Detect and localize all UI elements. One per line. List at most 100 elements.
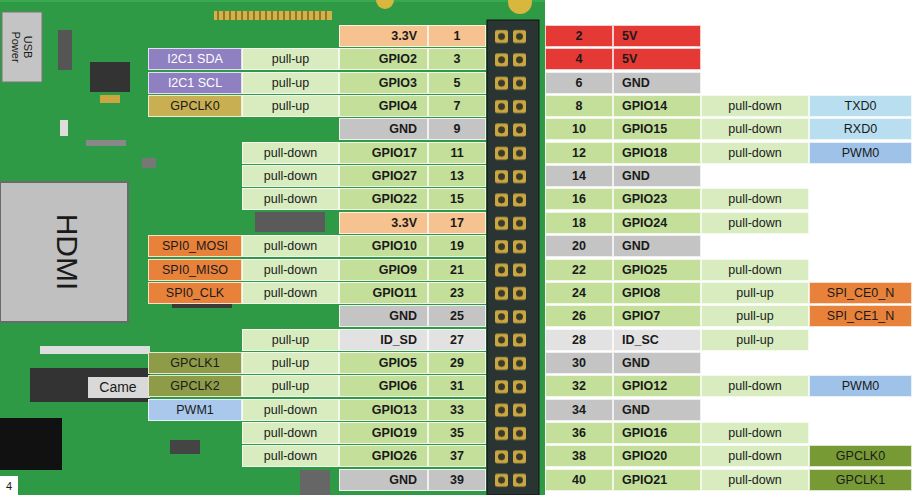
pull-state: pull-down xyxy=(242,399,339,421)
pin-number: 34 xyxy=(545,399,613,421)
pull-state: pull-up xyxy=(242,352,339,374)
mounting-hole xyxy=(376,0,394,9)
contact-strip xyxy=(214,11,332,20)
pin-number: 15 xyxy=(428,188,486,210)
pin-function: TXD0 xyxy=(809,95,912,117)
pin-function: GPCLK0 xyxy=(809,445,912,467)
gpio-name: GPIO20 xyxy=(613,445,701,467)
pin-number: 2 xyxy=(545,25,613,47)
gpio-name: GPIO22 xyxy=(339,188,428,210)
power-name: 3.3V xyxy=(339,212,428,234)
component xyxy=(100,95,120,103)
pull-state: pull-up xyxy=(701,282,809,304)
camera-slot xyxy=(88,377,150,398)
pin-function: I2C1 SCL xyxy=(148,72,242,94)
pull-state: pull-down xyxy=(242,235,339,257)
hdmi-connector xyxy=(0,182,128,322)
pin-number: 24 xyxy=(545,282,613,304)
power-name: 5V xyxy=(613,25,701,47)
pull-state: pull-up xyxy=(701,329,809,351)
pin-number: 31 xyxy=(428,375,486,397)
pin-function: PWM1 xyxy=(148,399,242,421)
pull-state: pull-up xyxy=(242,72,339,94)
pin-number: 40 xyxy=(545,469,613,491)
ground-name: GND xyxy=(339,469,428,491)
gpio-name: GPIO11 xyxy=(339,282,428,304)
contact-lines xyxy=(218,11,326,20)
component xyxy=(142,158,156,168)
usb-connector xyxy=(2,12,42,82)
pin-function: SPI_CE0_N xyxy=(809,282,912,304)
pin-number: 38 xyxy=(545,445,613,467)
gpio-name: GPIO9 xyxy=(339,259,428,281)
gpio-name: GPIO25 xyxy=(613,259,701,281)
ground-name: GND xyxy=(613,352,701,374)
component xyxy=(58,30,72,70)
gpio-name: GPIO5 xyxy=(339,352,428,374)
pin-function: RXD0 xyxy=(809,118,912,140)
pin-number: 20 xyxy=(545,235,613,257)
gpio-name: GPIO26 xyxy=(339,445,428,467)
pin-function: PWM0 xyxy=(809,142,912,164)
pin-number: 28 xyxy=(545,329,613,351)
pin-number: 6 xyxy=(545,72,613,94)
pull-state: pull-down xyxy=(242,142,339,164)
pin-number: 39 xyxy=(428,469,486,491)
pin-number: 12 xyxy=(545,142,613,164)
pin-number: 23 xyxy=(428,282,486,304)
board-edge xyxy=(0,0,545,2)
pull-state: pull-up xyxy=(701,305,809,327)
pull-state: pull-up xyxy=(242,375,339,397)
gpio-name: GPIO14 xyxy=(613,95,701,117)
pin-number: 13 xyxy=(428,165,486,187)
pull-state: pull-up xyxy=(242,95,339,117)
ground-name: GND xyxy=(339,118,428,140)
gpio-name: GPIO4 xyxy=(339,95,428,117)
gpio-name: GPIO8 xyxy=(613,282,701,304)
pin-number: 14 xyxy=(545,165,613,187)
id-name: ID_SD xyxy=(339,329,428,351)
pin-number: 3 xyxy=(428,48,486,70)
component xyxy=(255,212,325,232)
pin-number: 1 xyxy=(428,25,486,47)
pull-state: pull-up xyxy=(242,48,339,70)
pull-state: pull-down xyxy=(701,445,809,467)
gpio-name: GPIO23 xyxy=(613,188,701,210)
pin-function: I2C1 SDA xyxy=(148,48,242,70)
gpio-name: GPIO12 xyxy=(613,375,701,397)
gpio-name: GPIO3 xyxy=(339,72,428,94)
pin-number: 17 xyxy=(428,212,486,234)
camera-connector xyxy=(30,368,150,402)
board-corner xyxy=(0,476,18,495)
pin-number: 32 xyxy=(545,375,613,397)
connector-label: USB Power xyxy=(2,25,42,69)
pin-number: 7 xyxy=(428,95,486,117)
pin-number: 16 xyxy=(545,188,613,210)
gpio-name: GPIO19 xyxy=(339,422,428,444)
pin-function: GPCLK1 xyxy=(148,352,242,374)
component xyxy=(60,120,68,136)
ground-name: GND xyxy=(339,305,428,327)
gpio-name: GPIO24 xyxy=(613,212,701,234)
header-pins xyxy=(494,25,530,492)
pin-number: 33 xyxy=(428,399,486,421)
ground-name: GND xyxy=(613,72,701,94)
pin-function: GPCLK0 xyxy=(148,95,242,117)
pull-state: pull-down xyxy=(701,212,809,234)
pin-number: 35 xyxy=(428,422,486,444)
gpio-header xyxy=(487,20,539,495)
pull-state: pull-down xyxy=(701,422,809,444)
gpio-name: GPIO2 xyxy=(339,48,428,70)
pull-state: pull-down xyxy=(242,188,339,210)
pull-state: pull-down xyxy=(701,188,809,210)
component xyxy=(170,440,200,454)
pin-number: 4 xyxy=(545,48,613,70)
pin-number: 21 xyxy=(428,259,486,281)
pull-state: pull-down xyxy=(701,95,809,117)
pin-number: 36 xyxy=(545,422,613,444)
pin-number: 5 xyxy=(428,72,486,94)
power-name: 3.3V xyxy=(339,25,428,47)
pin-number: 26 xyxy=(545,305,613,327)
pull-state: pull-down xyxy=(242,259,339,281)
